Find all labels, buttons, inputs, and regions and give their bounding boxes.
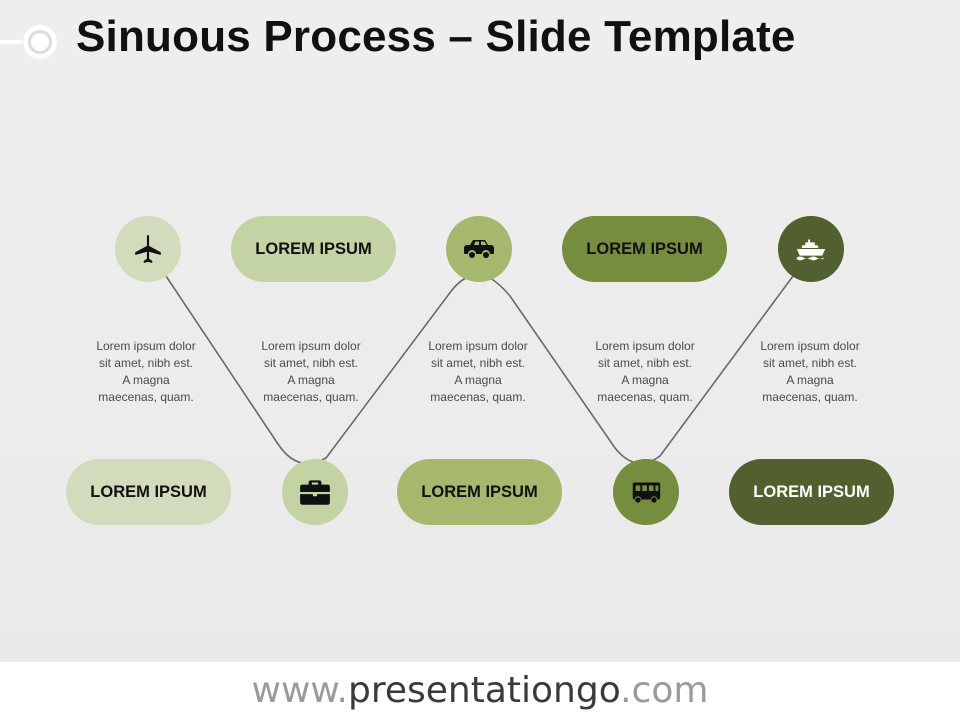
- step-3-label: LOREM IPSUM: [397, 459, 562, 525]
- step-1-circle: [115, 216, 181, 282]
- step-3-desc-line-3: A magna: [454, 373, 502, 387]
- slide: Sinuous Process – Slide Template LOREM I…: [0, 0, 960, 662]
- car-icon: [464, 240, 494, 258]
- step-2-desc-line-3: A magna: [287, 373, 335, 387]
- step-1-desc-line-1: Lorem ipsum dolor: [96, 339, 196, 353]
- step-2-desc-line-1: Lorem ipsum dolor: [261, 339, 361, 353]
- footer-url[interactable]: www.presentationgo.com: [0, 662, 960, 720]
- step-4-desc-line-4: maecenas, quam.: [597, 390, 693, 404]
- footer-suffix: .com: [620, 670, 709, 711]
- step-3-circle: [446, 216, 512, 282]
- step-4-desc-line-2: sit amet, nibh est.: [597, 356, 693, 370]
- briefcase-icon: [300, 480, 330, 505]
- step-3-description: Lorem ipsum dolor sit amet, nibh est. A …: [413, 338, 543, 406]
- page-title: Sinuous Process – Slide Template: [76, 12, 796, 61]
- step-1-desc-line-2: sit amet, nibh est.: [98, 356, 194, 370]
- step-2-desc-line-4: maecenas, quam.: [263, 390, 359, 404]
- step-5-desc-line-1: Lorem ipsum dolor: [760, 339, 860, 353]
- step-2-desc-line-2: sit amet, nibh est.: [263, 356, 359, 370]
- step-4-desc-line-3: A magna: [621, 373, 669, 387]
- step-5-desc-line-2: sit amet, nibh est.: [762, 356, 858, 370]
- bus-icon: [632, 482, 661, 503]
- step-4-circle: [613, 459, 679, 525]
- step-5-desc-line-4: maecenas, quam.: [762, 390, 858, 404]
- step-1-desc-line-4: maecenas, quam.: [98, 390, 194, 404]
- step-2-label-text: LOREM IPSUM: [255, 239, 372, 258]
- step-5-description: Lorem ipsum dolor sit amet, nibh est. A …: [745, 338, 875, 406]
- title-decoration-icon: [0, 25, 57, 59]
- step-4-label: LOREM IPSUM: [562, 216, 727, 282]
- step-1-desc-line-3: A magna: [122, 373, 170, 387]
- airplane-icon: [135, 235, 161, 264]
- footer-prefix: www.: [251, 670, 348, 711]
- footer-brand: presentationgo: [348, 670, 621, 711]
- step-2-circle: [282, 459, 348, 525]
- step-5-label: LOREM IPSUM: [729, 459, 894, 525]
- step-1-description: Lorem ipsum dolor sit amet, nibh est. A …: [81, 338, 211, 406]
- step-3-desc-line-4: maecenas, quam.: [430, 390, 526, 404]
- step-4-desc-line-1: Lorem ipsum dolor: [595, 339, 695, 353]
- step-5-desc-line-3: A magna: [786, 373, 834, 387]
- sinuous-connector: [165, 271, 797, 465]
- step-1-label-text: LOREM IPSUM: [90, 482, 207, 501]
- step-2-label: LOREM IPSUM: [231, 216, 396, 282]
- ship-icon: [796, 239, 826, 261]
- step-5-circle: [778, 216, 844, 282]
- step-5-label-text: LOREM IPSUM: [753, 482, 870, 501]
- step-4-description: Lorem ipsum dolor sit amet, nibh est. A …: [580, 338, 710, 406]
- step-3-label-text: LOREM IPSUM: [421, 482, 538, 501]
- step-3-desc-line-1: Lorem ipsum dolor: [428, 339, 528, 353]
- step-1-label: LOREM IPSUM: [66, 459, 231, 525]
- step-2-description: Lorem ipsum dolor sit amet, nibh est. A …: [246, 338, 376, 406]
- step-3-desc-line-2: sit amet, nibh est.: [430, 356, 526, 370]
- step-4-label-text: LOREM IPSUM: [586, 239, 703, 258]
